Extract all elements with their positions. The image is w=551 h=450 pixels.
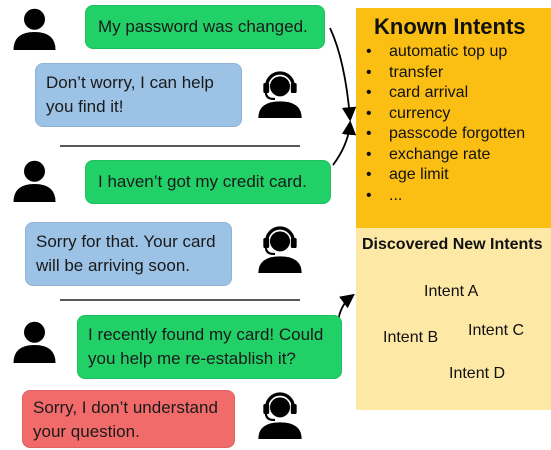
- known-intent-item: transfer: [364, 63, 525, 84]
- agent-bubble: Sorry for that. Your card will be arrivi…: [25, 222, 232, 286]
- headset-agent-icon: [256, 71, 304, 119]
- flow-arrow: [332, 120, 357, 166]
- headset-agent-icon: [256, 392, 304, 440]
- user-bubble: My password was changed.: [85, 5, 325, 49]
- intent-a-label: Intent A: [424, 283, 479, 300]
- user-bubble: I haven’t got my credit card.: [85, 160, 331, 204]
- known-intent-item: currency: [364, 104, 525, 125]
- known-intent-item: age limit: [364, 165, 525, 186]
- known-intent-item: ...: [364, 186, 525, 207]
- intent-d-label: Intent D: [449, 365, 506, 382]
- headset-agent-icon: [256, 226, 304, 274]
- known-intent-item: automatic top up: [364, 42, 525, 63]
- agent-bubble-fail: Sorry, I don’t understand your question.: [22, 390, 235, 448]
- intent-b-label: Intent B: [383, 329, 439, 346]
- user-bubble: I recently found my card! Could you help…: [77, 315, 342, 379]
- known-intent-item: exchange rate: [364, 145, 525, 166]
- agent-bubble: Don’t worry, I can help you find it!: [35, 63, 242, 127]
- discovered-intents-panel: [356, 228, 551, 410]
- person-icon: [13, 8, 56, 50]
- known-intents-list: automatic top up transfer card arrival c…: [364, 42, 525, 206]
- intent-c-label: Intent C: [468, 322, 525, 339]
- flow-arrow: [329, 27, 357, 122]
- known-intent-item: card arrival: [364, 83, 525, 104]
- person-icon: [13, 321, 56, 363]
- known-intent-item: passcode forgotten: [364, 124, 525, 145]
- person-icon: [13, 160, 56, 202]
- known-intents-title: Known Intents: [374, 14, 526, 39]
- discovered-intents-title: Discovered New Intents: [362, 236, 543, 253]
